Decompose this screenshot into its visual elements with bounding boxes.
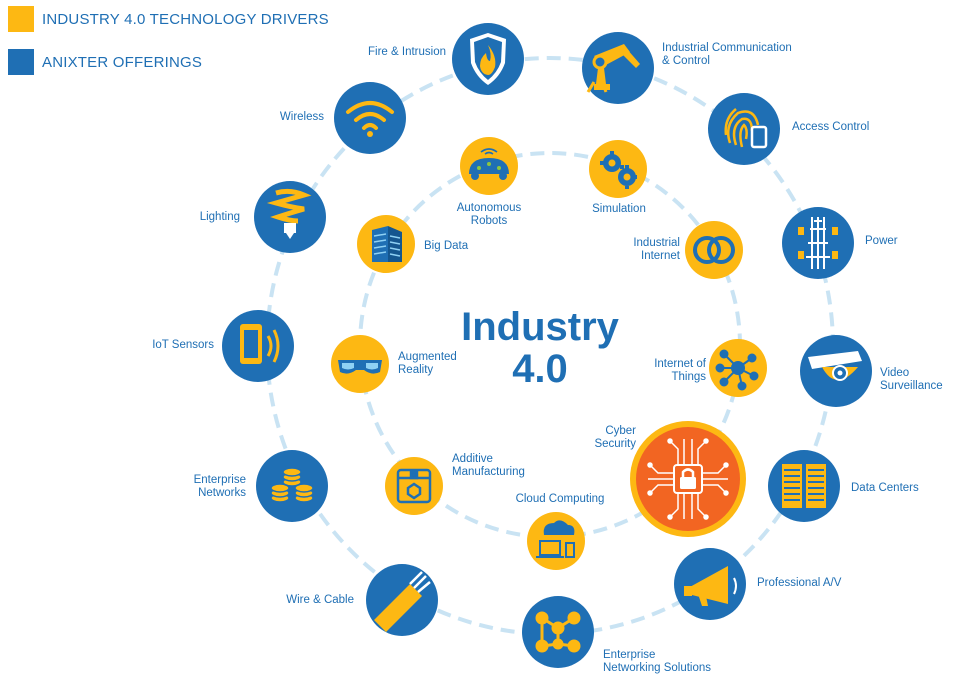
offering-label-access-control: Access Control bbox=[792, 121, 870, 133]
megaphone-icon bbox=[684, 566, 737, 606]
coin-stacks-icon bbox=[270, 467, 314, 503]
driver-label-simulation: Simulation bbox=[592, 203, 646, 215]
legend-drivers: INDUSTRY 4.0 TECHNOLOGY DRIVERS bbox=[8, 6, 329, 32]
driver-internet-of-things bbox=[709, 339, 767, 397]
offering-enterprise-networking-solutions bbox=[522, 596, 594, 668]
offering-industrial-comm bbox=[582, 32, 654, 104]
ar-glasses-icon bbox=[338, 360, 382, 374]
driver-industrial-internet bbox=[685, 221, 743, 279]
fire-shield-icon bbox=[470, 33, 506, 85]
offering-label-fire-intrusion: Fire & Intrusion bbox=[368, 46, 446, 58]
offering-fire-intrusion bbox=[452, 23, 524, 95]
driver-label-big-data: Big Data bbox=[424, 240, 469, 252]
driver-simulation bbox=[589, 140, 647, 198]
dome-camera-icon bbox=[808, 351, 862, 381]
driver-label-internet-of-things: Internet of Things bbox=[654, 358, 706, 383]
linked-rings-icon bbox=[693, 236, 735, 264]
cable-icon bbox=[374, 571, 431, 632]
offering-label-video-surveillance: Video Surveillance bbox=[880, 367, 943, 392]
driver-autonomous-robots bbox=[460, 137, 518, 195]
driver-label-cloud-computing: Cloud Computing bbox=[515, 493, 605, 505]
server-rack-icon bbox=[782, 464, 826, 508]
offering-label-wireless: Wireless bbox=[279, 111, 324, 123]
cfl-bulb-icon bbox=[266, 188, 312, 239]
phone-signal-icon bbox=[240, 324, 280, 364]
offering-label-industrial-comm: Industrial Communication & Control bbox=[662, 42, 792, 67]
offering-professional-av bbox=[674, 548, 746, 620]
legend-drivers-swatch bbox=[8, 6, 34, 32]
center-title: Industry 4.0 bbox=[440, 306, 640, 390]
offering-label-professional-av: Professional A/V bbox=[757, 577, 842, 589]
driver-augmented-reality bbox=[331, 335, 389, 393]
legend-offerings-swatch bbox=[8, 49, 34, 75]
cloud-devices-icon bbox=[536, 520, 575, 558]
offering-label-enterprise-networking-solutions: Enterprise Networking Solutions bbox=[603, 649, 712, 674]
hub-icon bbox=[715, 349, 759, 391]
driver-label-autonomous-robots: Autonomous Robots bbox=[456, 202, 522, 227]
offering-video-surveillance bbox=[800, 335, 872, 407]
offering-lighting bbox=[254, 181, 326, 253]
data-building-icon bbox=[372, 226, 402, 262]
offering-label-iot-sensors: IoT Sensors bbox=[152, 339, 214, 351]
offering-data-centers bbox=[768, 450, 840, 522]
offering-label-lighting: Lighting bbox=[199, 211, 240, 223]
driver-label-augmented-reality: Augmented Reality bbox=[398, 351, 457, 376]
legend-offerings: ANIXTER OFFERINGS bbox=[8, 49, 202, 75]
center-title-line1: Industry bbox=[461, 305, 619, 349]
offering-iot-sensors bbox=[222, 310, 294, 382]
offering-label-data-centers: Data Centers bbox=[851, 482, 919, 494]
driver-additive-manufacturing bbox=[385, 457, 443, 515]
fingerprint-icon bbox=[724, 108, 768, 149]
circuit-lock-icon bbox=[647, 438, 729, 520]
legend-offerings-label: ANIXTER OFFERINGS bbox=[42, 53, 203, 71]
3d-printer-icon bbox=[396, 468, 432, 504]
driver-label-cyber-security: Cyber Security bbox=[594, 425, 636, 450]
driver-label-additive-manufacturing: Additive Manufacturing bbox=[452, 453, 525, 478]
offering-label-power: Power bbox=[865, 235, 898, 247]
robot-vehicle-icon bbox=[469, 148, 509, 180]
offering-label-enterprise-networks: Enterprise Networks bbox=[193, 474, 246, 499]
offering-wireless bbox=[334, 82, 406, 154]
robot-arm-icon bbox=[586, 44, 640, 93]
offering-label-wire-cable: Wire & Cable bbox=[286, 594, 354, 606]
driver-big-data bbox=[357, 215, 415, 273]
legend-drivers-label: INDUSTRY 4.0 TECHNOLOGY DRIVERS bbox=[42, 10, 329, 28]
center-title-line2: 4.0 bbox=[512, 347, 568, 391]
offering-enterprise-networks bbox=[256, 450, 328, 522]
offering-access-control bbox=[708, 93, 780, 165]
driver-label-industrial-internet: Industrial Internet bbox=[633, 237, 680, 262]
offering-power bbox=[782, 207, 854, 279]
wifi-icon bbox=[346, 101, 394, 137]
driver-cyber-security bbox=[630, 421, 746, 537]
offering-wire-cable bbox=[366, 564, 438, 636]
network-nodes-icon bbox=[535, 611, 581, 653]
gears-icon bbox=[600, 151, 637, 189]
power-pylon-icon bbox=[798, 217, 838, 269]
driver-cloud-computing bbox=[527, 512, 585, 570]
